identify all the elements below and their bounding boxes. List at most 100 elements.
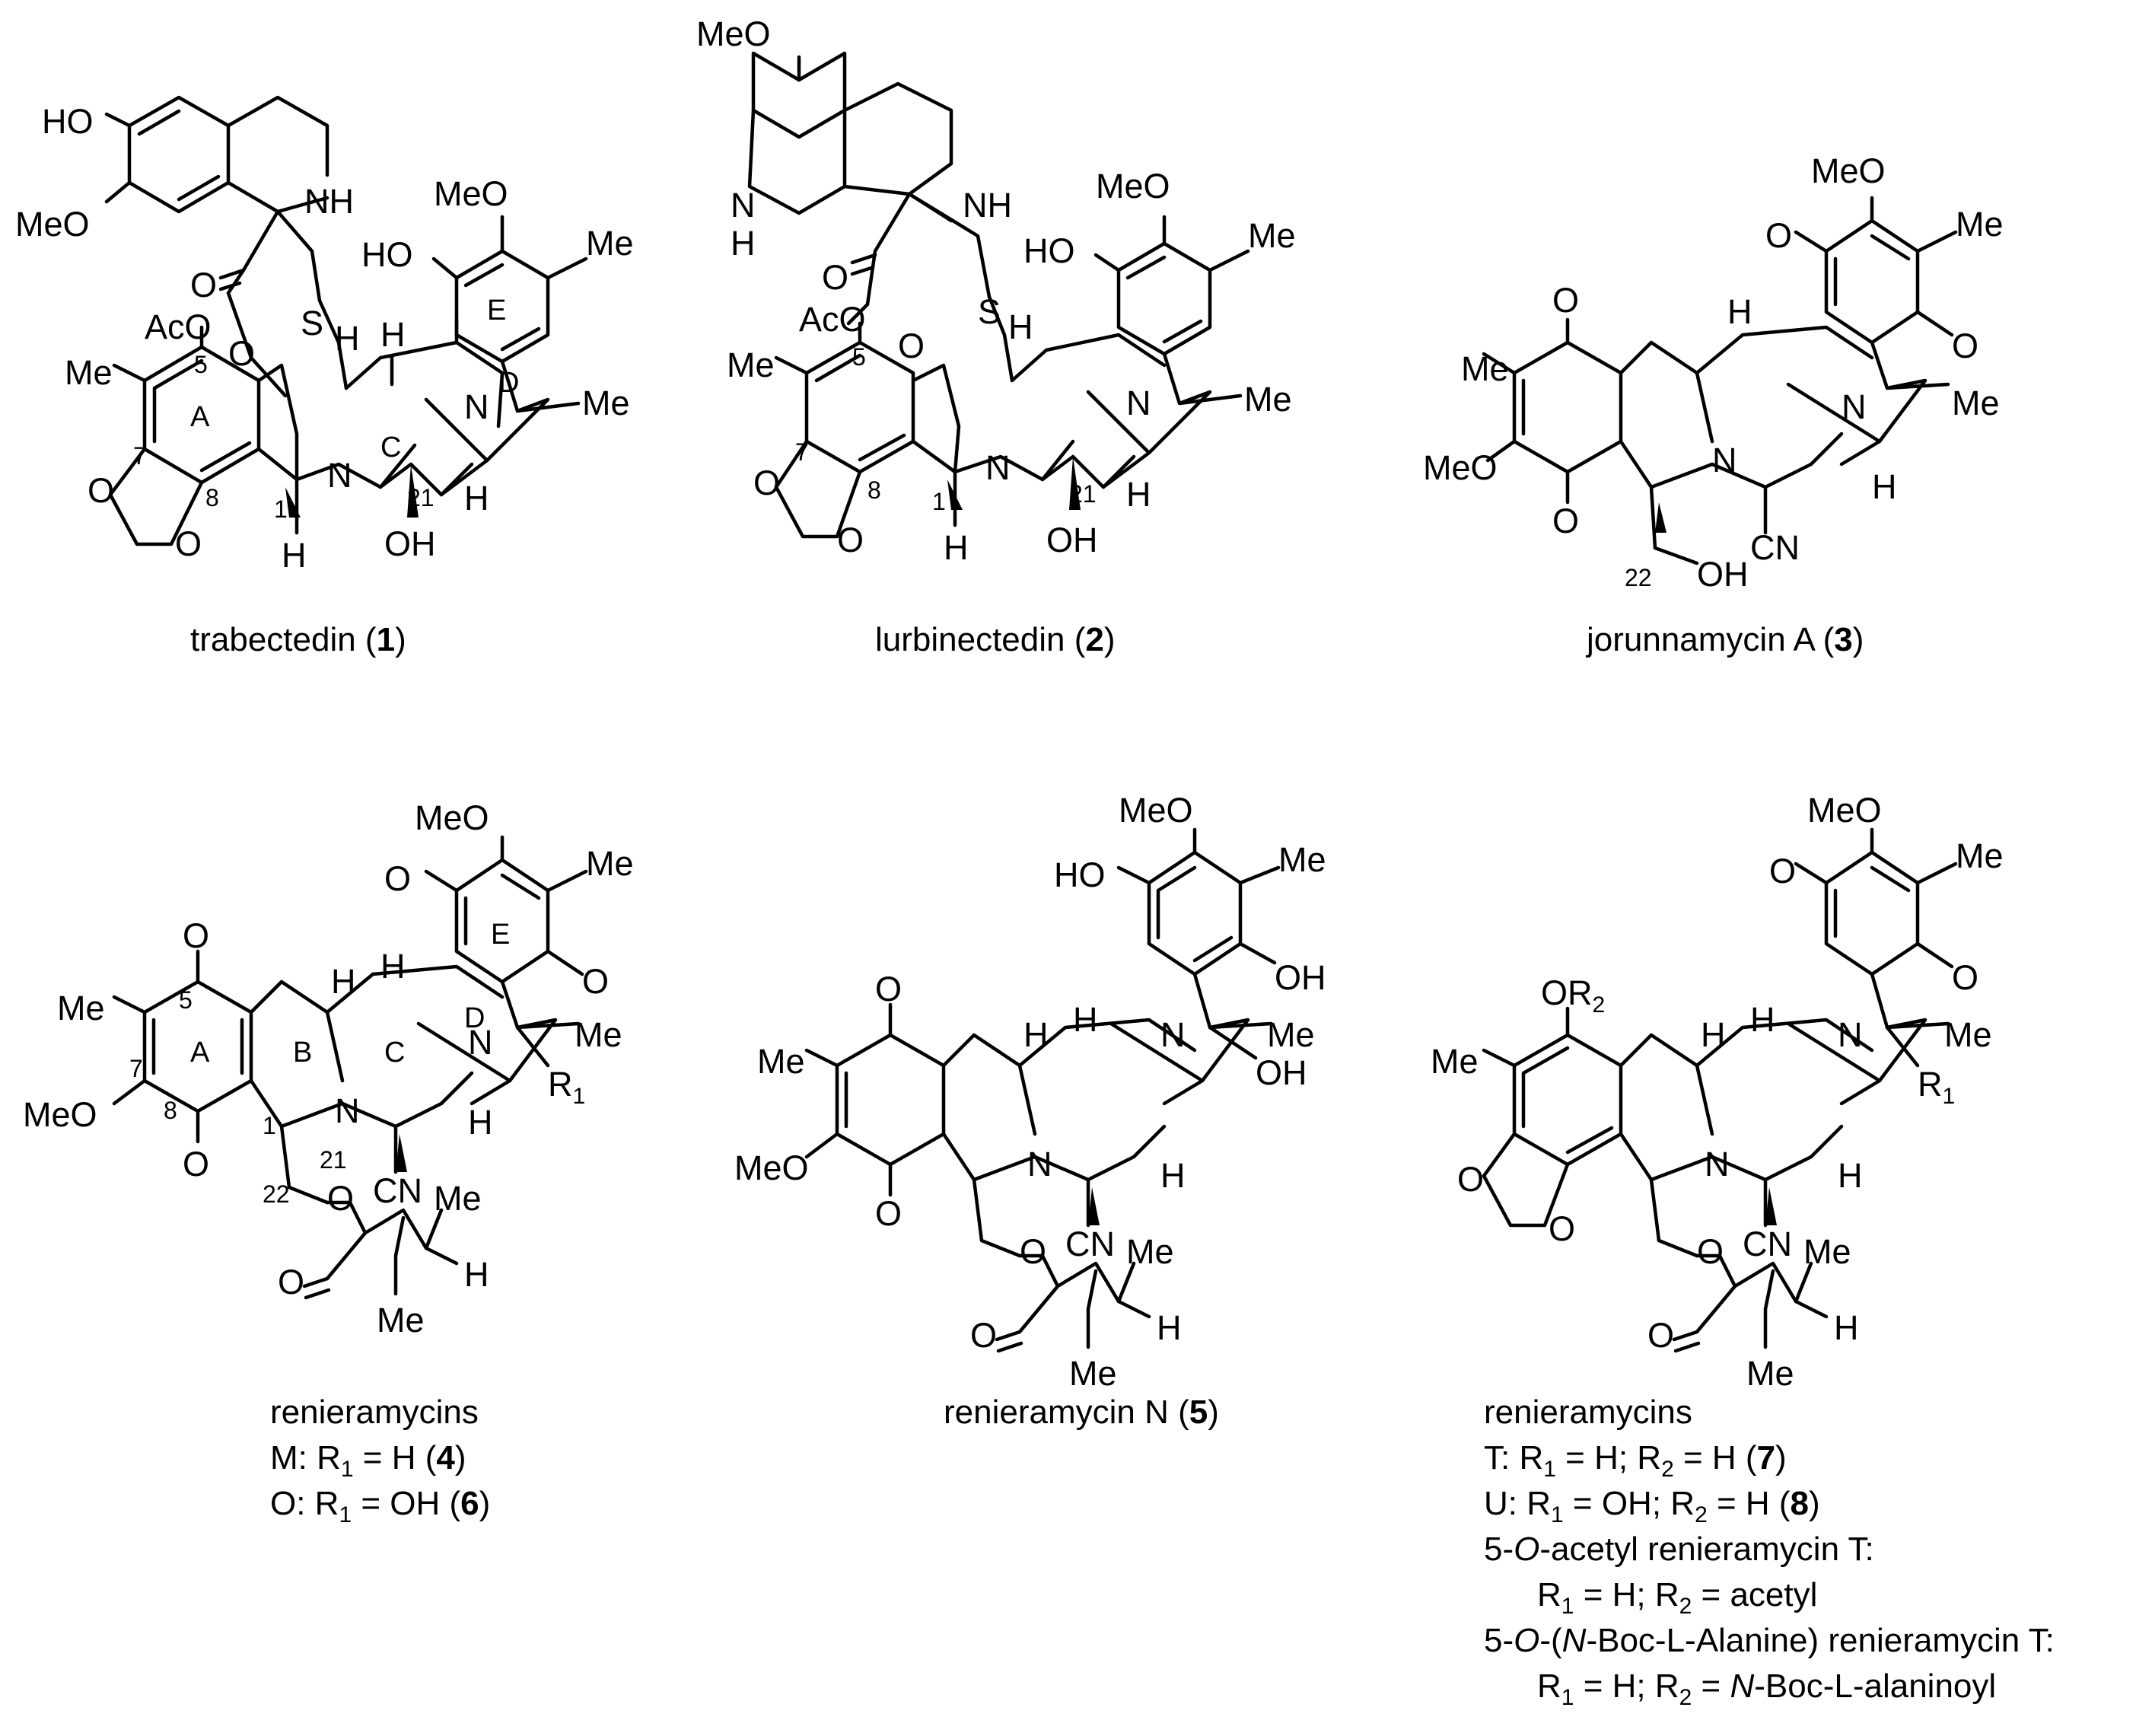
atom-label: N — [1705, 1145, 1730, 1183]
atom-label: N — [468, 1023, 493, 1062]
atom-label: Me — [575, 1015, 622, 1054]
atom-label: H — [468, 1103, 493, 1142]
atom-label: O — [1769, 852, 1796, 890]
position-number: 7 — [129, 1055, 143, 1082]
atom-label: N — [327, 456, 352, 495]
atom-label: H — [1701, 1015, 1726, 1054]
atom-label: Me — [1126, 1232, 1174, 1271]
atom-label: Me — [65, 353, 113, 392]
atom-label: H — [1838, 1156, 1863, 1195]
atom-label: O — [190, 266, 217, 304]
compound-2-caption: lurbinectedin (2) — [875, 621, 1116, 658]
atom-label: Me — [57, 989, 105, 1027]
position-number: 1 — [263, 1112, 276, 1139]
atom-label: Me — [1944, 1015, 1992, 1054]
atom-label: Me — [1278, 840, 1326, 879]
atom-label: Me — [1069, 1354, 1117, 1393]
compound-2-lurbinectedin — [747, 51, 1250, 539]
atom-label: N — [1838, 1015, 1863, 1054]
compound-7-caption: renieramycins T: R1 = H; R2 = H (7) U: R… — [1484, 1394, 2055, 1710]
atom-label: O — [88, 471, 114, 510]
compound-4-caption: renieramycins M: R1 = H (4) O: R1 = OH (… — [270, 1394, 490, 1527]
atom-label: MeO — [23, 1095, 97, 1134]
atom-label: Me — [586, 224, 634, 263]
atom-label: Me — [434, 1179, 482, 1218]
atom-label: HO — [42, 102, 94, 141]
atom-label: MeO — [1811, 151, 1886, 190]
ring-label: A — [190, 1037, 210, 1069]
atom-label: OH — [1275, 958, 1326, 997]
atom-label: Me — [377, 1301, 425, 1339]
atom-label: H — [380, 947, 406, 986]
atom-label-r1: R1 — [1918, 1065, 1955, 1109]
atom-label: N — [464, 387, 489, 426]
compound-5-atom-labels: MeO HO Me OH O Me MeO O H H N Me OH N H … — [734, 791, 1326, 1393]
compound-1-atom-labels: HO MeO NH O AcO Me O S H H MeO HO Me N M… — [15, 102, 634, 575]
atom-label: OH — [1256, 1053, 1307, 1092]
position-number: 1 — [274, 495, 288, 523]
atom-label: H — [1023, 1015, 1049, 1054]
atom-label: H — [335, 319, 360, 358]
atom-label: O — [183, 1145, 209, 1183]
caption-line-boc: R1 = H; R2 = N-Boc-L-alaninoyl — [1537, 1668, 1996, 1710]
compound-3-atom-labels: MeO O Me O O Me MeO O H N Me N H CN OH 2… — [1423, 151, 2004, 594]
atom-label: N — [1842, 387, 1867, 426]
atom-label: Me — [1803, 1232, 1851, 1271]
atom-label: OH — [384, 524, 436, 563]
atom-label: Me — [1746, 1354, 1794, 1393]
atom-label: H — [1727, 292, 1752, 331]
compound-1-caption: trabectedin (1) — [190, 621, 406, 658]
caption-line-acetyl: R1 = H; R2 = acetyl — [1537, 1576, 1817, 1619]
atom-label: H — [464, 1255, 489, 1294]
ring-label: E — [491, 919, 510, 951]
compound-5-caption: renieramycin N (5) — [944, 1394, 1219, 1431]
atom-label: Me — [1244, 380, 1292, 419]
atom-label: N — [985, 448, 1011, 487]
atom-label: Me — [1956, 836, 2004, 875]
compound-2-atom-labels: MeO N H NH O AcO Me O S H MeO HO Me N Me… — [696, 14, 1296, 567]
atom-label: O — [1697, 1232, 1724, 1271]
atom-label: MeO — [1807, 791, 1882, 830]
atom-label: O — [1457, 1160, 1484, 1199]
atom-label: CN — [1065, 1225, 1115, 1263]
atom-label: H — [944, 528, 969, 567]
atom-label-r1: R1 — [548, 1065, 585, 1109]
position-number: 22 — [1625, 564, 1652, 591]
caption-title: renieramycins — [270, 1394, 479, 1431]
atom-label: O — [822, 258, 848, 297]
atom-label: H — [1008, 307, 1033, 346]
atom-label: NH — [963, 186, 1012, 225]
atom-label: HO — [1023, 231, 1075, 270]
position-number: 1 — [932, 488, 946, 515]
atom-label: O — [837, 521, 864, 559]
atom-label: NH — [304, 182, 354, 221]
atom-label: AcO — [799, 300, 866, 339]
ring-label: A — [190, 401, 210, 433]
caption-line-acetyl-title: 5-O-acetyl renieramycin T: — [1484, 1531, 1874, 1568]
atom-label: Me — [1461, 349, 1509, 388]
atom-label: O — [1549, 1209, 1575, 1248]
atom-label: MeO — [15, 205, 90, 244]
atom-label: H — [380, 315, 406, 354]
atom-label: O — [1552, 281, 1579, 320]
compound-3-jorunnamycin-a — [1482, 196, 1958, 565]
atom-label: CN — [1743, 1225, 1792, 1263]
atom-label-or2: OR2 — [1541, 973, 1605, 1018]
atom-label: O — [175, 524, 202, 563]
atom-label: O — [1552, 502, 1579, 540]
position-number: 5 — [179, 986, 193, 1014]
atom-label: MeO — [1096, 167, 1170, 205]
caption-line-u: U: R1 = OH; R2 = H (8) — [1484, 1485, 1820, 1527]
ring-label: B — [293, 1037, 312, 1069]
atom-label: O — [1952, 326, 1978, 365]
atom-label: O — [898, 326, 925, 365]
atom-label: N — [731, 186, 756, 225]
atom-label: O — [1647, 1316, 1674, 1355]
atom-label: S — [301, 304, 323, 342]
atom-label: O — [1765, 216, 1792, 255]
caption-line-m: M: R1 = H (4) — [270, 1439, 466, 1482]
atom-label: Me — [1431, 1042, 1479, 1081]
atom-label: O — [327, 1179, 354, 1218]
atom-label: CN — [1750, 528, 1800, 567]
